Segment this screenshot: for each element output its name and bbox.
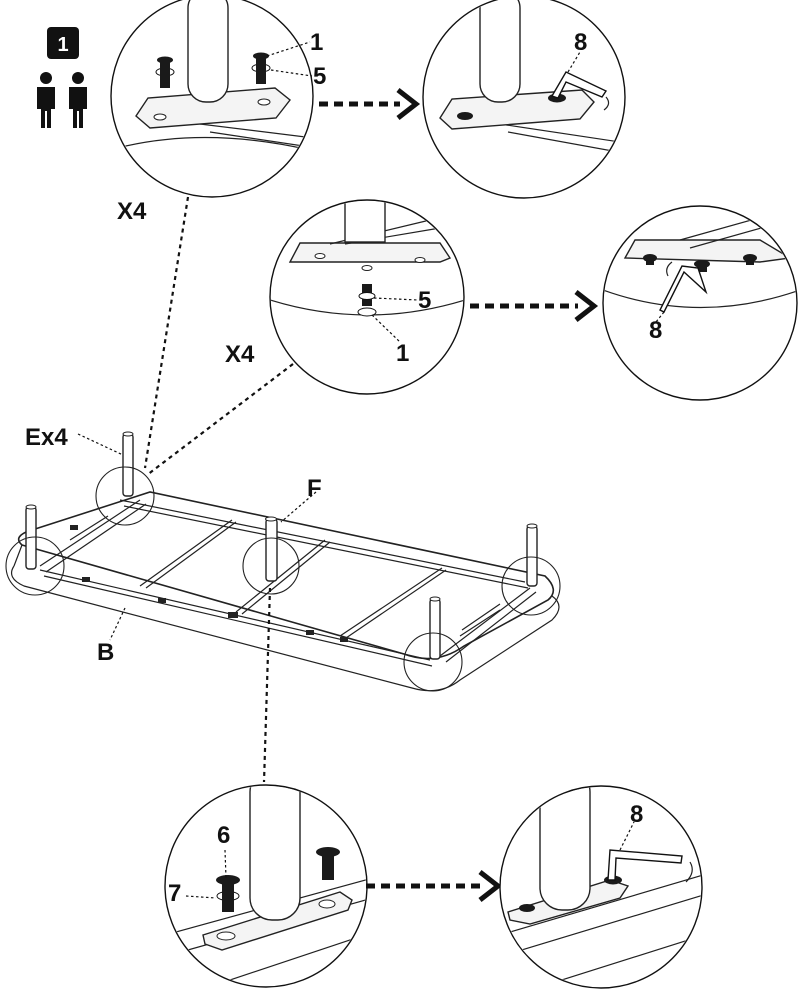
label-wrench-8-mid: 8 <box>649 317 662 344</box>
hex-key-icon <box>550 71 608 99</box>
step-badge: 1 <box>47 27 79 59</box>
bolt-icon <box>316 847 340 880</box>
step-number: 1 <box>57 34 68 56</box>
table-frame <box>11 491 560 692</box>
label-center-leg-f: F <box>307 475 322 502</box>
connector-bottom <box>262 587 272 783</box>
label-qty-mid: X4 <box>225 341 255 368</box>
label-washer-5-mid: 5 <box>418 287 431 314</box>
label-wrench-8-bottom: 8 <box>630 801 643 828</box>
connector-top <box>143 196 190 469</box>
label-qty-top: X4 <box>117 198 147 225</box>
label-bolt-1: 1 <box>310 29 323 56</box>
dashed-arrow-right-icon <box>366 870 503 902</box>
leg-front-left <box>25 504 37 570</box>
zoom-top-right: 8 <box>422 0 626 199</box>
bolt-icon <box>216 875 240 912</box>
bolt-icon <box>357 284 377 317</box>
bolt-icon <box>251 52 271 84</box>
label-bolt-6: 6 <box>217 822 230 849</box>
label-frame-b: B <box>97 639 114 666</box>
connector-mid <box>146 363 294 476</box>
label-washer-5: 5 <box>313 63 326 90</box>
leg-front-right <box>429 596 441 660</box>
dashed-arrow-right-icon <box>470 290 599 322</box>
hex-key-icon <box>607 849 683 881</box>
leg-center <box>265 516 278 582</box>
label-leg-ex4: Ex4 <box>25 424 68 451</box>
dashed-arrow-right-icon <box>319 88 421 120</box>
zoom-middle: 5 1 <box>269 199 465 395</box>
bolt-icon <box>155 56 175 88</box>
two-person-icon <box>37 72 87 128</box>
zoom-middle-right: 8 <box>602 205 798 401</box>
leg-back-right <box>526 523 538 587</box>
leg-back-left <box>122 431 134 497</box>
zoom-bottom-left: 6 7 <box>164 784 368 988</box>
label-wrench-8: 8 <box>574 29 587 56</box>
zoom-bottom-right: 8 <box>499 785 703 989</box>
label-bolt-1-mid: 1 <box>396 340 409 367</box>
label-washer-7: 7 <box>168 880 181 907</box>
zoom-top-left: 1 5 <box>110 0 326 198</box>
